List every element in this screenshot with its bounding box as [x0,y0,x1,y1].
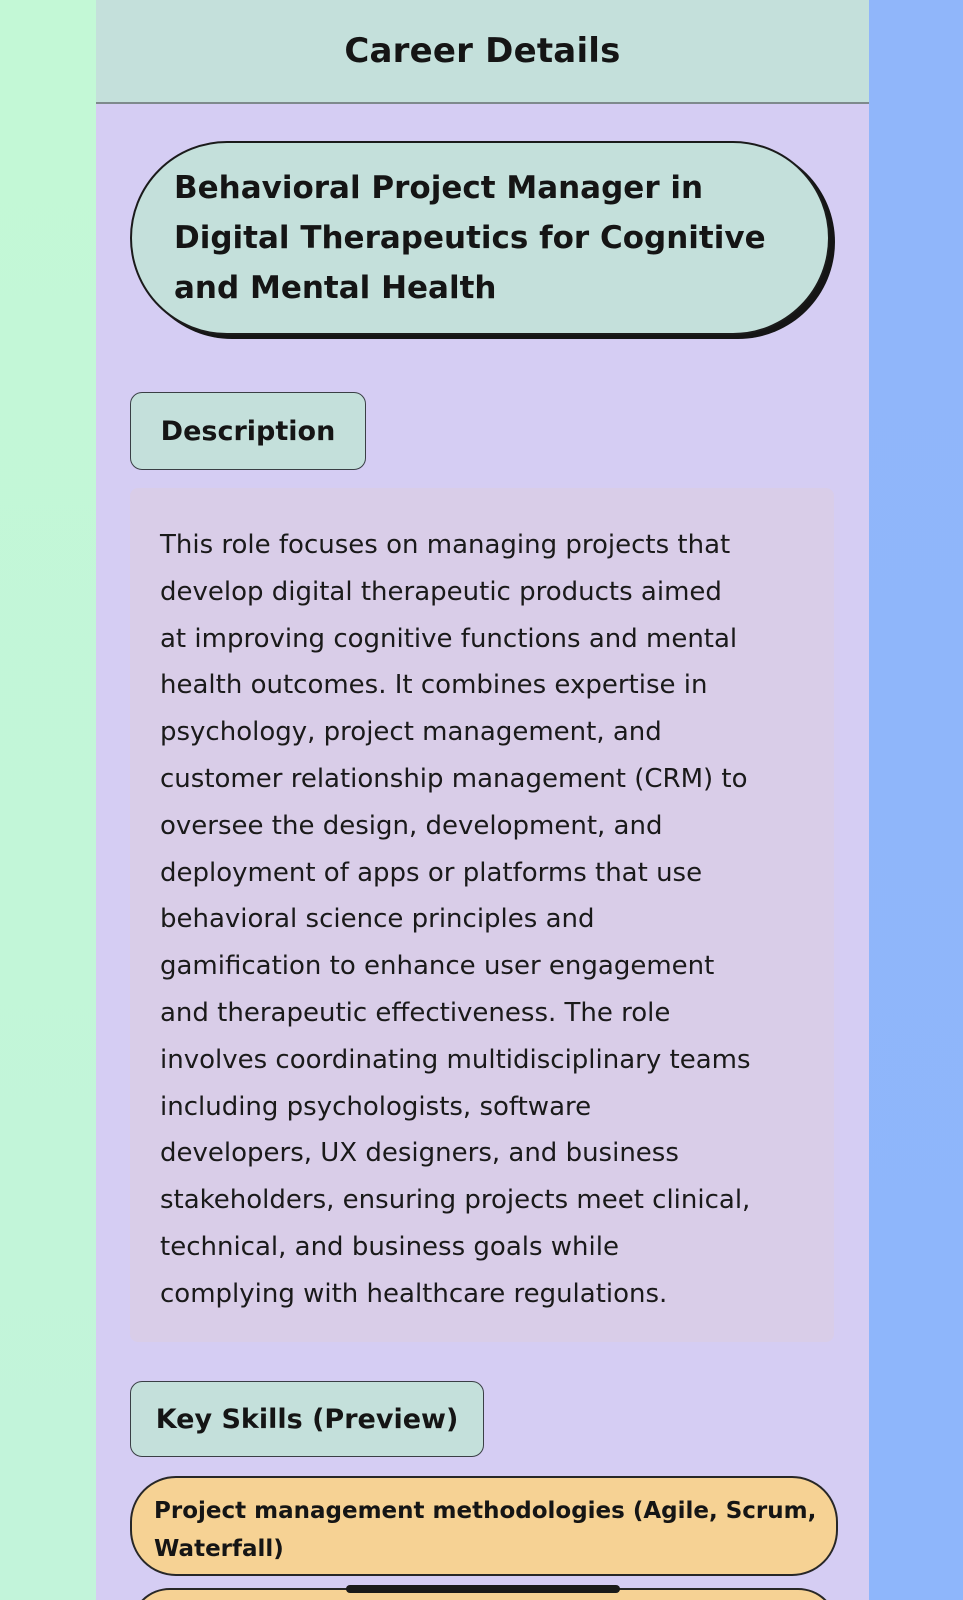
career-title-card: Behavioral Project Manager in Digital Th… [130,141,830,335]
left-background [0,0,96,1600]
description-box: This role focuses on managing projects t… [130,488,834,1342]
page-title: Career Details [344,31,621,71]
key-skills-section-label: Key Skills (Preview) [130,1381,484,1457]
home-indicator[interactable] [346,1585,620,1593]
description-text: This role focuses on managing projects t… [160,530,751,1309]
right-background [869,0,963,1600]
app-header: Career Details [96,0,869,104]
career-title: Behavioral Project Manager in Digital Th… [174,170,766,306]
description-section-label: Description [130,392,366,470]
skill-chip: Project management methodologies (Agile,… [130,1476,838,1576]
app-screen: Career Details Behavioral Project Manage… [96,0,869,1600]
